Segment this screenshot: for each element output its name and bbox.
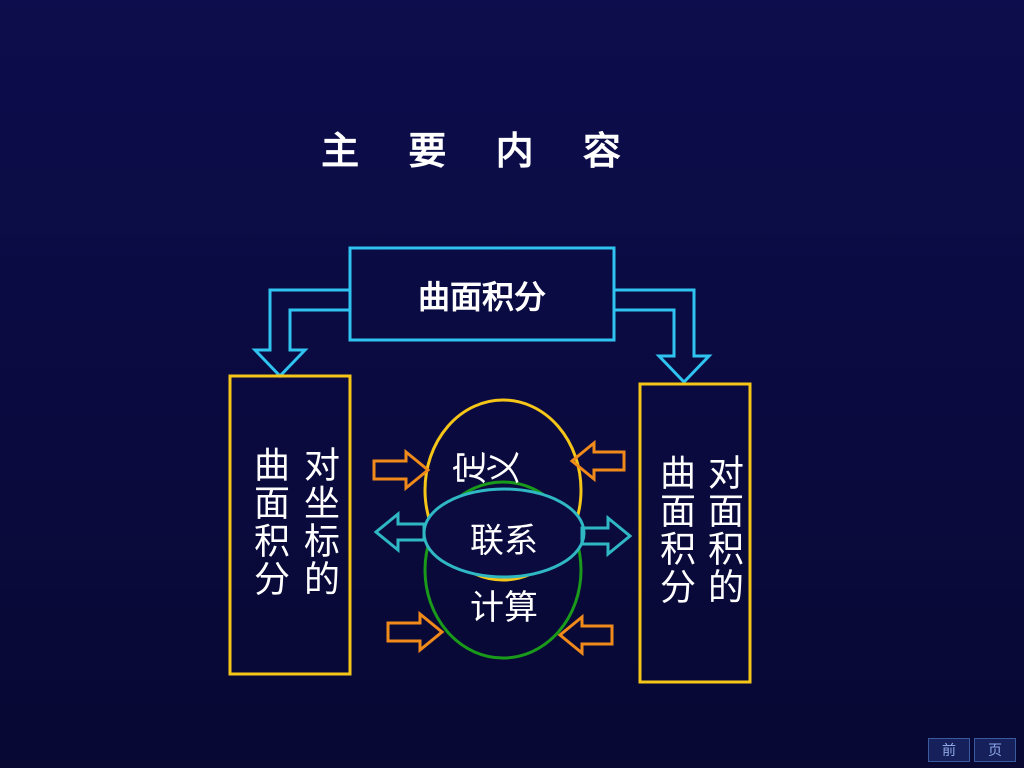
slide-navigation: 前 页 [928, 738, 1016, 762]
calculation-label: 计算 [470, 588, 538, 628]
right-branch-arrow [614, 288, 713, 385]
definition-label: 定义 [452, 451, 520, 491]
prev-page-button[interactable]: 前 [928, 738, 970, 762]
top-box [348, 246, 616, 342]
left-box-text-col2: 曲面积分 [248, 446, 289, 598]
top-box-label: 曲面积分 [417, 278, 546, 316]
teal-arrow-right [580, 514, 633, 558]
left-box [228, 374, 352, 676]
orange-arrow-right-top [569, 439, 626, 483]
orange-arrow-right-bottom [557, 613, 614, 657]
link-label: 联系 [470, 521, 538, 561]
orange-arrow-left-top [372, 448, 431, 492]
right-box [638, 382, 752, 684]
definition-ellipse [423, 398, 583, 582]
page-title: 主 要 内 容 [321, 129, 639, 173]
teal-arrow-left [373, 510, 426, 554]
left-box-text-col1: 对坐标的 [298, 446, 339, 598]
calculation-ellipse [423, 480, 583, 660]
right-box-text-col2: 曲面积分 [654, 454, 695, 606]
orange-arrow-left-bottom [386, 610, 445, 654]
next-page-button[interactable]: 页 [974, 738, 1016, 762]
left-branch-arrow [251, 288, 350, 379]
right-box-text-col1: 对面积的 [702, 454, 743, 606]
